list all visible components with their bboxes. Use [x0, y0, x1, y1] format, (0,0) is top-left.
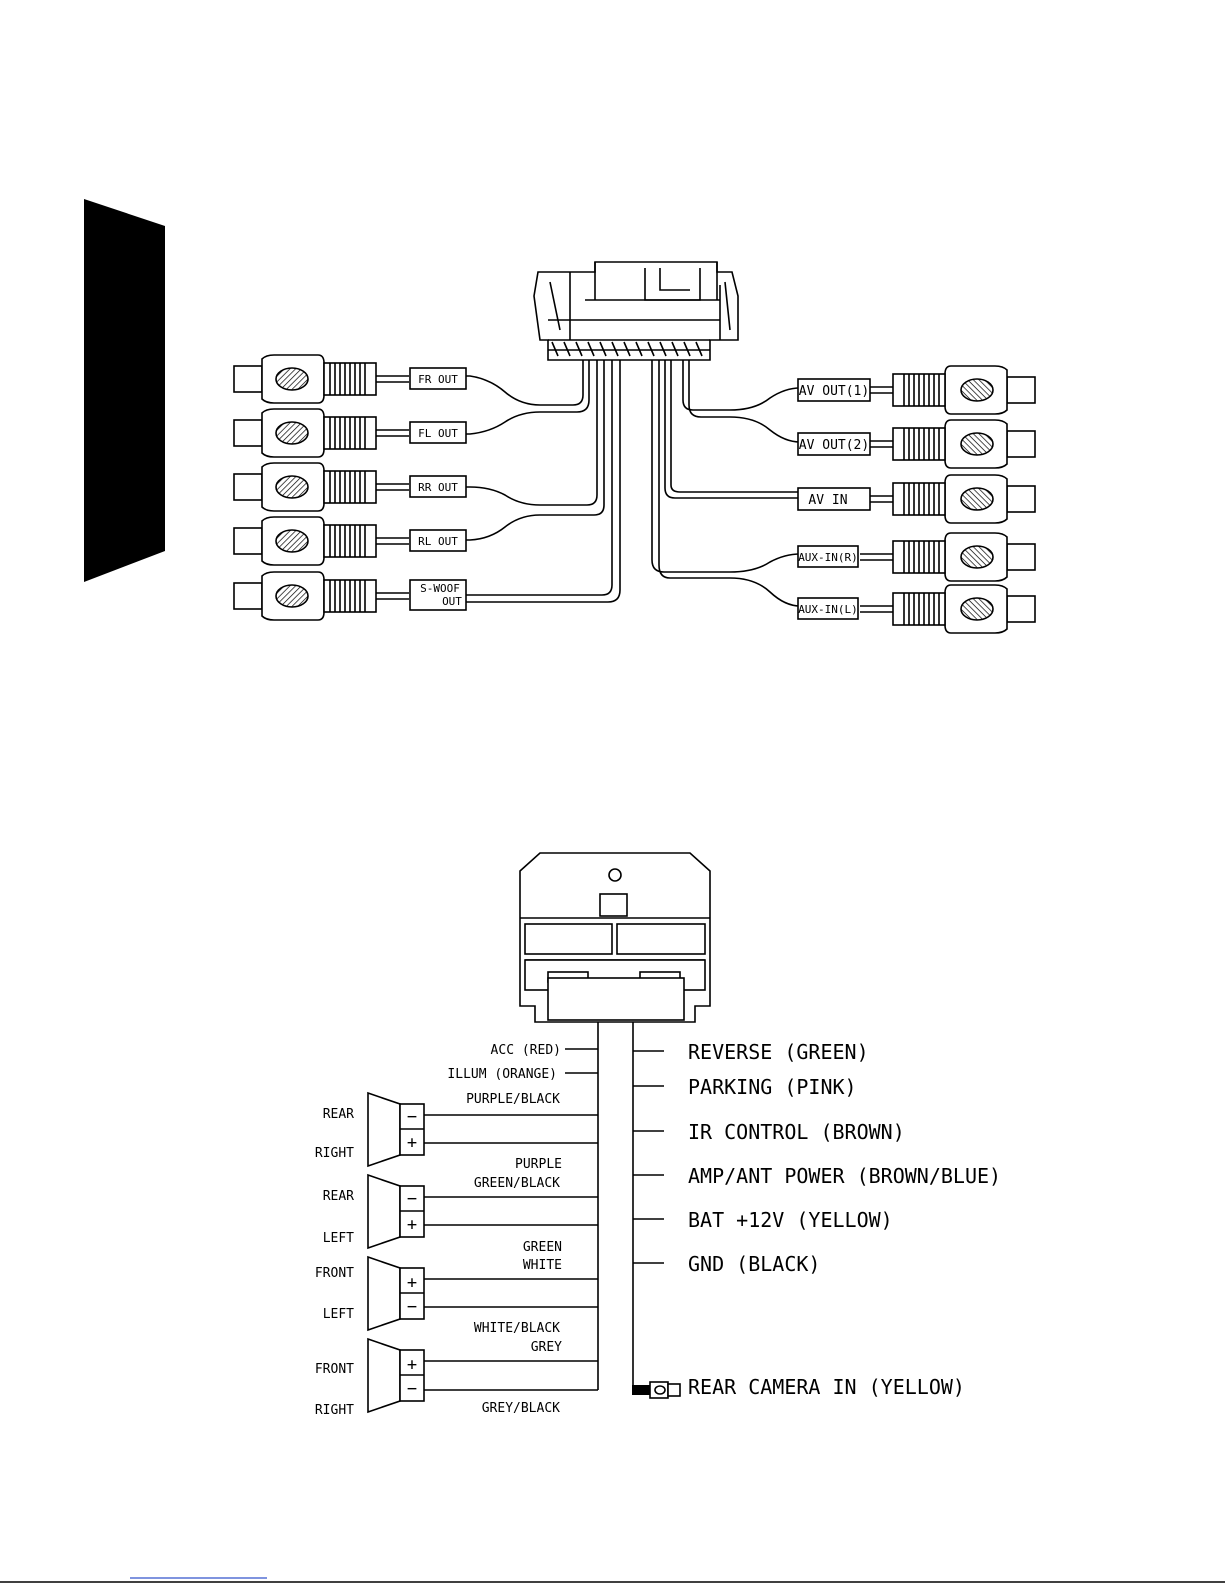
speaker-fr-pos2: RIGHT: [315, 1403, 354, 1418]
label-rear-camera-in: REAR CAMERA IN (YELLOW): [688, 1375, 965, 1399]
label-reverse: REVERSE (GREEN): [688, 1040, 869, 1064]
speaker-rl-pos1: REAR: [323, 1189, 354, 1204]
label-s-woof-out: OUT: [442, 595, 462, 608]
page-tab: [84, 199, 165, 582]
label-amp-ant-power: AMP/ANT POWER (BROWN/BLUE): [688, 1164, 1001, 1188]
terminal-rr-bottom: +: [407, 1133, 417, 1153]
wire-rr-bottom: PURPLE: [515, 1157, 562, 1172]
power-harness-diagram: ACC (RED) ILLUM (ORANGE) REVERSE (GREEN)…: [315, 852, 1001, 1418]
rca-right-wires: [651, 360, 801, 607]
rca-left-wires: [464, 360, 621, 603]
label-aux-in-l: AUX-IN(L): [798, 603, 858, 616]
label-bat-12v: BAT +12V (YELLOW): [688, 1208, 893, 1232]
label-s-woof: S-WOOF: [420, 582, 460, 595]
terminal-fl-top: +: [407, 1273, 417, 1293]
label-rr-out: RR OUT: [418, 481, 458, 494]
label-av-out-2: AV OUT(2): [799, 438, 869, 453]
rca-connector: [533, 261, 739, 361]
rca-plug-av-in: [859, 474, 1036, 524]
iso-connector: [519, 852, 711, 1023]
wire-fr-top: GREY: [531, 1340, 562, 1355]
label-parking: PARKING (PINK): [688, 1075, 857, 1099]
label-av-out-1: AV OUT(1): [799, 384, 869, 399]
rca-plug-av-out-1: [859, 365, 1036, 415]
label-ir-control: IR CONTROL (BROWN): [688, 1120, 905, 1144]
wire-rl-top: GREEN/BLACK: [474, 1176, 560, 1191]
speaker-fl-pos1: FRONT: [315, 1266, 354, 1281]
speaker-fl-pos2: LEFT: [323, 1307, 354, 1322]
rear-camera-plug: [632, 1381, 681, 1399]
rca-plug-av-out-2: [859, 419, 1036, 469]
label-aux-in-r: AUX-IN(R): [798, 551, 858, 564]
speaker-rl-pos2: LEFT: [323, 1231, 354, 1246]
rca-plug-fr: [233, 354, 410, 404]
wire-fl-bottom: WHITE/BLACK: [474, 1321, 560, 1336]
wire-fl-top: WHITE: [523, 1258, 562, 1273]
speaker-rear-left: [367, 1173, 598, 1250]
label-rl-out: RL OUT: [418, 535, 458, 548]
speaker-front-left: [367, 1255, 598, 1332]
speaker-rear-right: [367, 1091, 598, 1168]
label-acc: ACC (RED): [491, 1043, 561, 1058]
speaker-front-right: [367, 1337, 598, 1414]
speaker-rr-pos2: RIGHT: [315, 1146, 354, 1161]
terminal-rr-top: −: [407, 1107, 417, 1127]
rca-plug-rr: [233, 462, 410, 512]
rca-harness-diagram: FR OUT FL OUT RR OUT RL OUT S-WOOF OUT A…: [233, 261, 1036, 634]
label-gnd: GND (BLACK): [688, 1252, 820, 1276]
wire-fr-bottom: GREY/BLACK: [482, 1401, 560, 1416]
rca-plug-aux-in-l: [859, 584, 1036, 634]
terminal-fr-bottom: −: [407, 1379, 417, 1399]
terminal-fl-bottom: −: [407, 1297, 417, 1317]
wire-rr-top: PURPLE/BLACK: [466, 1092, 560, 1107]
terminal-fr-top: +: [407, 1355, 417, 1375]
terminal-rl-bottom: +: [407, 1215, 417, 1235]
label-av-in: AV IN: [808, 493, 847, 508]
label-fl-out: FL OUT: [418, 427, 458, 440]
rca-plug-fl: [233, 408, 410, 458]
wire-rl-bottom: GREEN: [523, 1240, 562, 1255]
label-fr-out: FR OUT: [418, 373, 458, 386]
rca-plug-subwoofer: [233, 571, 410, 621]
terminal-rl-top: −: [407, 1189, 417, 1209]
label-illum: ILLUM (ORANGE): [447, 1067, 557, 1082]
rca-plug-aux-in-r: [859, 532, 1036, 582]
speaker-rr-pos1: REAR: [323, 1107, 354, 1122]
rca-plug-rl: [233, 516, 410, 566]
speaker-fr-pos1: FRONT: [315, 1362, 354, 1377]
